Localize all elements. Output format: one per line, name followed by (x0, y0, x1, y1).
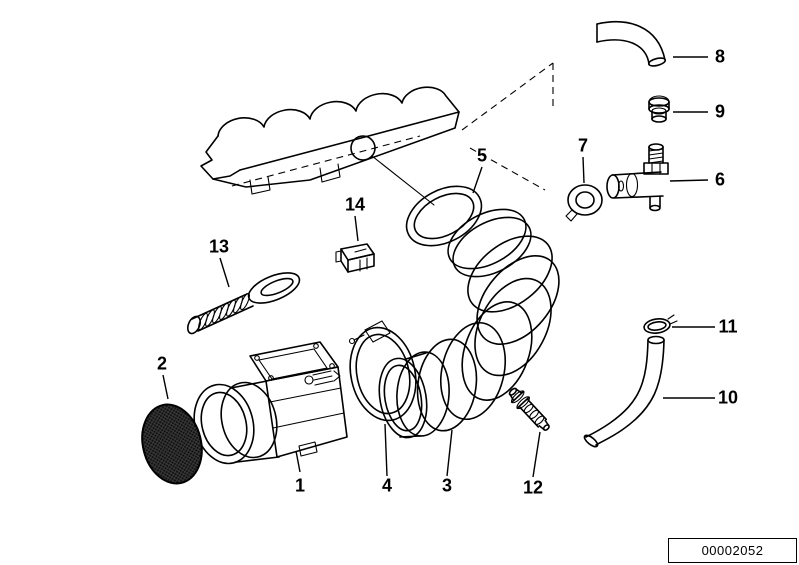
part-label-2: 2 (156, 353, 168, 374)
part-12-hose-fitting-drawing (508, 387, 550, 431)
part-label-9: 9 (714, 101, 726, 122)
part-10-lower-hose-drawing (583, 335, 665, 448)
part-6-valve-fitting-drawing (606, 143, 669, 212)
part-label-11: 11 (718, 316, 738, 337)
document-number: 00002052 (668, 538, 797, 563)
part-1-air-flow-meter-drawing (193, 341, 348, 465)
part-13-breather-tube-drawing (186, 272, 301, 335)
part-5-gasket-ring-drawing (405, 185, 483, 247)
part-11-small-clamp-drawing (643, 314, 678, 334)
part-label-7: 7 (577, 135, 589, 156)
pointer-line-manifold-to-gasket (371, 155, 435, 206)
part-label-8: 8 (714, 46, 726, 67)
part-label-3: 3 (441, 475, 453, 496)
part-label-1: 1 (294, 475, 306, 496)
part-label-14: 14 (344, 194, 366, 215)
part-3-intake-boot-drawing (378, 208, 560, 439)
part-label-12: 12 (522, 477, 544, 498)
part-8-upper-hose-drawing (596, 20, 667, 67)
intake-manifold-drawing (200, 86, 460, 195)
part-9-grommet-drawing (648, 95, 670, 123)
reference-dashed-lines (461, 62, 554, 191)
part-label-5: 5 (476, 145, 488, 166)
part-14-sensor-clip-drawing (335, 243, 375, 273)
part-7-profile-gasket-drawing (565, 184, 603, 222)
part-4-hose-clamp-drawing (348, 320, 417, 422)
part-2-mesh-screen-drawing (141, 403, 203, 485)
part-label-13: 13 (208, 236, 230, 257)
part-label-6: 6 (714, 169, 726, 190)
leader-lines (162, 56, 715, 478)
part-label-10: 10 (717, 387, 739, 408)
part-label-4: 4 (381, 475, 393, 496)
